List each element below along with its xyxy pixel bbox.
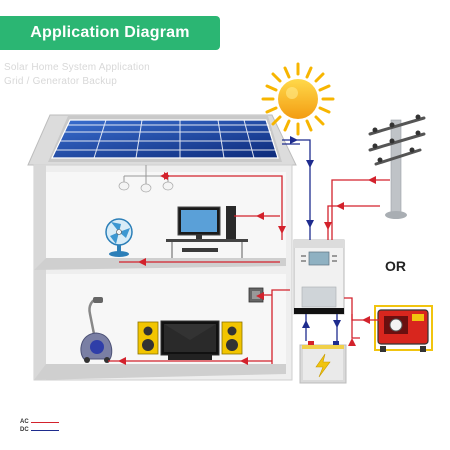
upper-floor (34, 258, 286, 270)
legend-dc-line (30, 429, 59, 431)
inverter-icon (293, 239, 345, 315)
ac-arrows (118, 172, 376, 365)
solar-panel-icon (48, 116, 282, 162)
page-title: Application Diagram (30, 24, 190, 41)
subtitle-line-1: Solar Home System Application (4, 62, 150, 73)
desktop-computer-icon (166, 206, 248, 258)
speaker-icon (137, 321, 243, 355)
utility-pole-icon (368, 114, 426, 219)
house-side-wall (34, 165, 46, 380)
television-icon (160, 320, 220, 360)
or-label: OR (385, 258, 406, 274)
legend: AC DC (20, 418, 59, 434)
sun-icon (261, 62, 335, 136)
legend-ac-line (30, 421, 59, 423)
subtitle-line-2: Grid / Generator Backup (4, 76, 117, 87)
legend-ac-label: AC (20, 419, 29, 425)
battery-icon (299, 341, 347, 384)
title-banner: Application Diagram (0, 16, 220, 50)
legend-ac: AC (20, 418, 59, 426)
lower-floor (34, 364, 286, 380)
dc-arrows (290, 136, 341, 328)
distribution-box-icon (248, 287, 264, 303)
fan-icon (105, 218, 133, 257)
generator-icon (374, 305, 433, 352)
legend-dc-label: DC (20, 427, 29, 433)
legend-dc: DC (20, 426, 59, 434)
vacuum-cleaner-icon (80, 297, 113, 363)
